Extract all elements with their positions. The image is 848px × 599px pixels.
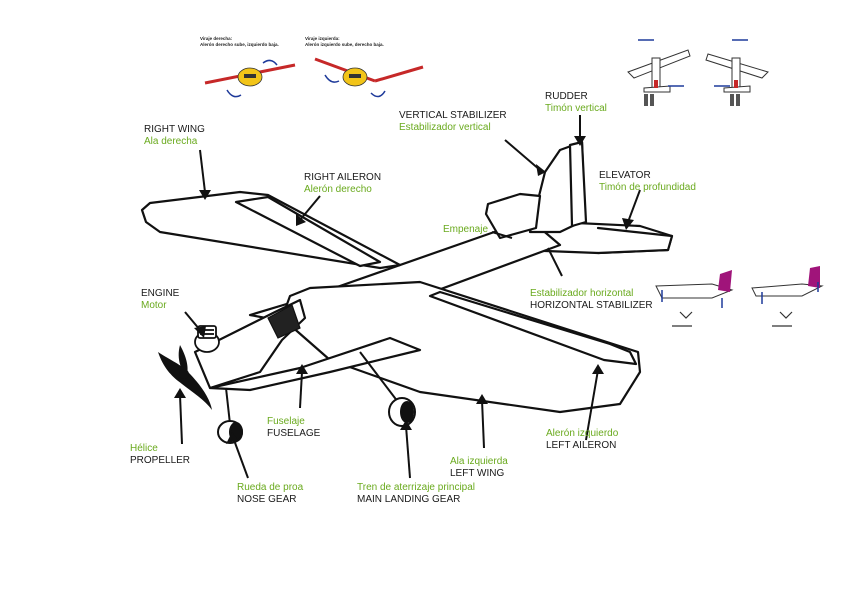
nose-gear-shape: [217, 387, 243, 444]
label-nose-gear: Rueda de proa NOSE GEAR: [237, 482, 303, 506]
pointer-arrows: [179, 115, 641, 479]
main-gear-shape: [359, 351, 416, 427]
cockpit-window: [267, 304, 301, 339]
label-rudder-es: Timón vertical: [545, 103, 607, 114]
label-fuselage-en: FUSELAGE: [267, 428, 321, 439]
label-horizontal-stabilizer-en: HORIZONTAL STABILIZER: [530, 300, 653, 311]
roll-inset-icon: [204, 57, 424, 98]
label-right-wing-es: Ala derecha: [144, 136, 198, 147]
roll-right-inset-text: Viraje derecha: Alerón derecho sube, izq…: [200, 36, 279, 47]
label-empennage-es: Empenaje: [443, 224, 489, 235]
label-nose-gear-en: NOSE GEAR: [237, 494, 297, 505]
label-right-wing-en: RIGHT WING: [144, 124, 205, 135]
label-horizontal-stabilizer-es: Estabilizador horizontal: [530, 288, 634, 299]
label-left-wing-es: Ala izquierda: [450, 456, 508, 467]
label-vertical-stabilizer-en: VERTICAL STABILIZER: [399, 110, 507, 121]
label-fuselage-es: Fuselaje: [267, 416, 305, 427]
label-engine: ENGINE Motor: [141, 288, 179, 312]
label-left-aileron-en: LEFT AILERON: [546, 440, 617, 451]
pointer-arrowheads: [174, 136, 634, 444]
label-left-wing: Ala izquierda LEFT WING: [450, 456, 508, 480]
roll-left-caption: Alerón izquierdo sube, derecho baja.: [305, 41, 384, 47]
label-right-aileron: RIGHT AILERON Alerón derecho: [304, 172, 381, 196]
label-horizontal-stabilizer: Estabilizador horizontal HORIZONTAL STAB…: [530, 288, 653, 312]
right-aileron-shape: [234, 195, 382, 268]
label-left-wing-en: LEFT WING: [450, 468, 505, 479]
label-main-landing-gear: Tren de aterrizaje principal MAIN LANDIN…: [357, 482, 475, 506]
label-left-aileron: Alerón izquierdo LEFT AILERON: [546, 428, 618, 452]
label-vertical-stabilizer: VERTICAL STABILIZER Estabilizador vertic…: [399, 110, 507, 134]
propeller-shape: [158, 345, 212, 410]
label-elevator: ELEVATOR Timón de profundidad: [599, 170, 696, 194]
label-rudder-en: RUDDER: [545, 91, 588, 102]
label-propeller-es: Hélice: [130, 443, 158, 454]
roll-left-inset-text: Viraje izquierda: Alerón izquierdo sube,…: [305, 36, 384, 47]
label-main-landing-gear-es: Tren de aterrizaje principal: [357, 482, 476, 493]
label-empennage: Empenaje: [443, 224, 488, 236]
left-aileron-shape: [428, 290, 638, 366]
label-elevator-es: Timón de profundidad: [599, 182, 696, 193]
label-right-aileron-es: Alerón derecho: [304, 184, 372, 195]
left-wing-shape: [280, 280, 642, 414]
label-fuselage: Fuselaje FUSELAGE: [267, 416, 320, 440]
yaw-inset-icon: [627, 39, 769, 106]
label-propeller-en: PROPELLER: [130, 455, 191, 466]
label-nose-gear-es: Rueda de proa: [237, 482, 304, 493]
label-elevator-en: ELEVATOR: [599, 170, 651, 181]
label-right-wing: RIGHT WING Ala derecha: [144, 124, 205, 148]
pitch-inset-icon: [655, 266, 824, 327]
roll-right-caption: Alerón derecho sube, izquierdo baja.: [200, 41, 279, 47]
label-engine-es: Motor: [141, 300, 167, 311]
label-vertical-stabilizer-es: Estabilizador vertical: [399, 122, 491, 133]
dorsal-fin-shape: [484, 192, 542, 240]
rudder-shape: [568, 140, 588, 228]
label-engine-en: ENGINE: [141, 288, 180, 299]
label-main-landing-gear-en: MAIN LANDING GEAR: [357, 494, 461, 505]
label-propeller: Hélice PROPELLER: [130, 443, 190, 467]
label-rudder: RUDDER Timón vertical: [545, 91, 607, 115]
roll-right-title: Viraje derecha:: [200, 36, 233, 41]
label-left-aileron-es: Alerón izquierdo: [546, 428, 619, 439]
roll-left-title: Viraje izquierda:: [305, 36, 340, 41]
elevator-shape: [596, 226, 674, 255]
label-right-aileron-en: RIGHT AILERON: [304, 172, 382, 183]
